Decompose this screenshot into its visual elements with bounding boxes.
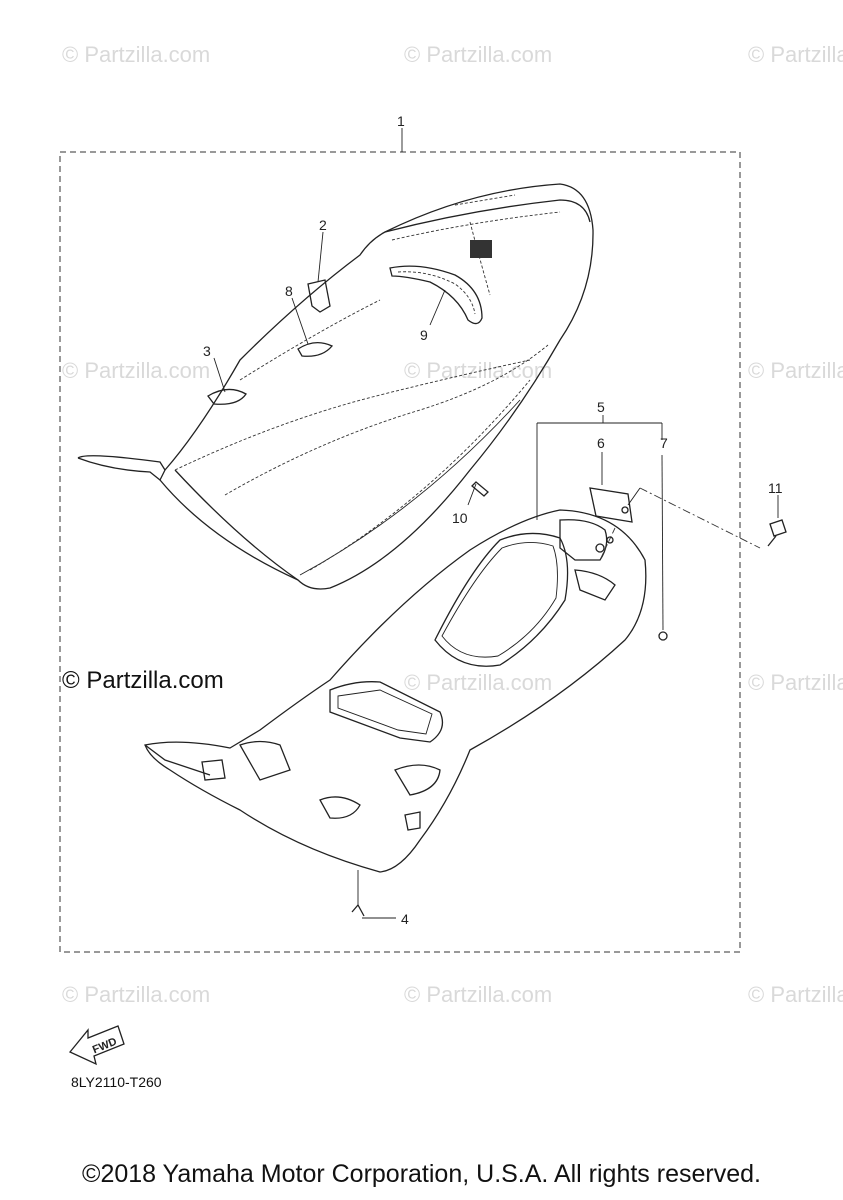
- bracket-part: [589, 487, 633, 523]
- nut-part: [658, 631, 668, 641]
- callout-11: 11: [768, 480, 783, 496]
- watermark: © Partzilla.com: [748, 358, 843, 383]
- callout-5: 5: [597, 399, 605, 415]
- watermark: © Partzilla.com: [404, 358, 552, 383]
- diagram-code: 8LY2110-T260: [71, 1074, 162, 1090]
- callout-9: 9: [420, 327, 428, 343]
- watermark-main: © Partzilla.com: [62, 667, 224, 694]
- callout-4: 4: [401, 911, 409, 927]
- watermark: © Partzilla.com: [404, 670, 552, 695]
- callout-10: 10: [452, 510, 468, 526]
- callout-7: 7: [660, 435, 668, 451]
- watermark: © Partzilla.com: [404, 42, 552, 67]
- watermark: © Partzilla.com: [62, 42, 210, 67]
- watermark: © Partzilla.com: [748, 670, 843, 695]
- copyright-notice: ©2018 Yamaha Motor Corporation, U.S.A. A…: [82, 1160, 761, 1188]
- watermark: © Partzilla.com: [748, 42, 843, 67]
- callout-8: 8: [285, 283, 293, 299]
- callout-3: 3: [203, 343, 211, 359]
- watermark-grid: © Partzilla.com © Partzilla.com © Partzi…: [62, 42, 843, 1007]
- fwd-arrow-icon: FWD: [68, 1025, 125, 1066]
- watermark: © Partzilla.com: [748, 982, 843, 1007]
- bolt-part: [767, 519, 787, 547]
- seat-logo: [470, 240, 492, 258]
- callout-1: 1: [397, 113, 405, 129]
- watermark: © Partzilla.com: [62, 982, 210, 1007]
- group-leaders: [536, 415, 761, 631]
- callout-2: 2: [319, 217, 327, 233]
- watermark: © Partzilla.com: [62, 358, 210, 383]
- bracket-hole: [621, 506, 629, 514]
- seat: [77, 183, 594, 590]
- callout-leaders: [213, 231, 779, 919]
- callout-6: 6: [597, 435, 605, 451]
- seat-base: [144, 509, 647, 917]
- assembly-boundary: [59, 151, 741, 953]
- watermark: © Partzilla.com: [404, 982, 552, 1007]
